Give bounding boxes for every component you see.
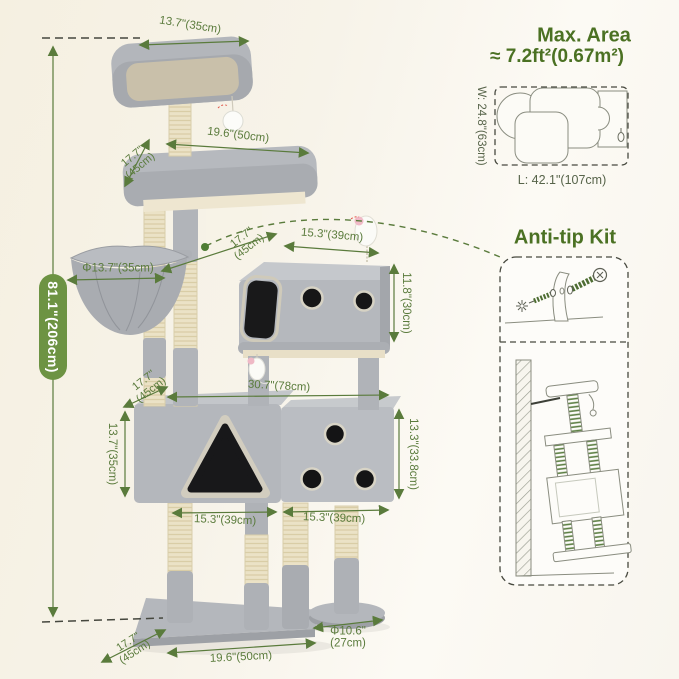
lower-condo-right <box>281 396 401 502</box>
dim-lower-condo-height-left: 13.7"(35cm) <box>105 422 118 486</box>
tier2-depth-arrow <box>124 138 150 188</box>
max-area-value: ≈ 7.2ft²(0.67m²) <box>490 46 624 67</box>
lower-condo-width-arrow <box>166 389 390 403</box>
dim-upper-condo-height: 11.8"(30cm) <box>399 272 412 334</box>
anti-tip-hardware-illustration <box>504 267 608 324</box>
tier2-width-arrow <box>165 139 310 158</box>
anti-tip-title: Anti-tip Kit <box>513 226 617 249</box>
top-post <box>168 99 192 157</box>
top-width-arrow <box>138 35 250 51</box>
anti-tip-anchor-dot <box>201 243 209 251</box>
dim-post-span-right: 15.3"(39cm) <box>302 511 366 526</box>
footprint-diagram <box>494 86 629 166</box>
round-base-arrow <box>312 615 384 633</box>
total-height-pill <box>39 274 67 380</box>
base-depth-arrow <box>100 629 167 663</box>
dimension-annotations <box>41 35 501 663</box>
anti-tip-connector-curve <box>205 218 501 258</box>
dim-basket-diameter: Φ13.7"(35cm) <box>82 262 154 275</box>
dim-total-height: 81.1"(206cm) <box>45 281 61 373</box>
dim-lower-condo-height-right: 13.3"(33.8cm) <box>406 418 419 490</box>
tier2-platform <box>122 145 318 213</box>
anti-tip-wall-illustration <box>515 359 632 577</box>
upper-condo-depth-arrow <box>160 231 278 274</box>
max-area-width-label: W: 24.8"(63cm) <box>474 86 487 166</box>
anti-tip-panel <box>499 256 632 586</box>
post-span-right-arrow <box>282 504 390 518</box>
max-area-title: Max. Area <box>537 24 631 47</box>
mouse-toy-middle <box>247 354 270 385</box>
lower-condo-depth-arrow <box>122 385 169 409</box>
bottom-dashed-line <box>41 617 164 623</box>
upper-condo-width-arrow <box>283 241 380 258</box>
footprint-semicircle <box>597 106 610 131</box>
basket-arrow <box>66 272 166 286</box>
footprint-drop <box>617 132 625 142</box>
top-platform <box>111 36 253 108</box>
footprint-small-square <box>514 111 569 164</box>
base-width-arrow <box>166 638 317 658</box>
dim-post-span-left: 15.3"(39cm) <box>193 513 257 528</box>
scratching-post <box>334 505 359 614</box>
footprint-dashed-border <box>494 86 629 166</box>
dim-round-base-diameter: Φ10.6" (27cm) <box>330 625 366 650</box>
lower-condo-left <box>134 390 294 503</box>
hanging-ball-toy <box>217 95 244 132</box>
post-span-left-arrow <box>171 506 278 519</box>
max-area-length-label: L: 42.1"(107cm) <box>517 172 607 187</box>
